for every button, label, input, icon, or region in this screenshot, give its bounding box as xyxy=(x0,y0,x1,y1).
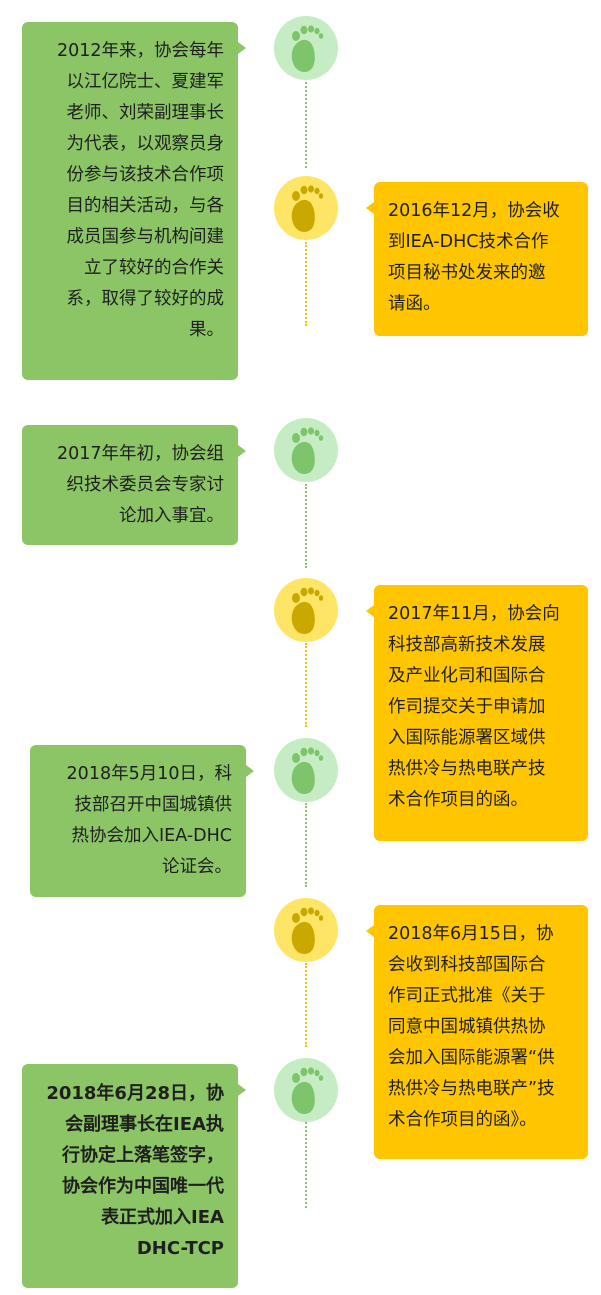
pointer-arrow xyxy=(366,202,374,214)
pointer-arrow xyxy=(238,1084,246,1096)
timeline-node xyxy=(274,738,338,802)
timeline-event-2017-11: 2017年11月，协会向 科技部高新技术发展 及产业化司和国际合 作司提交关于申… xyxy=(374,585,588,841)
timeline-connector xyxy=(305,484,307,568)
timeline-connector xyxy=(305,1122,307,1208)
timeline-node xyxy=(274,578,338,642)
timeline-event-2018-05-10: 2018年5月10日，科 技部召开中国城镇供 热协会加入IEA-DHC 论证会。 xyxy=(30,745,246,897)
timeline-event-2016-12: 2016年12月，协会收 到IEA-DHC技术合作 项目秘书处发来的邀 请函。 xyxy=(374,182,588,336)
timeline-connector xyxy=(305,82,307,168)
footprint-icon xyxy=(291,427,324,474)
footprint-icon xyxy=(291,1067,324,1114)
footprint-icon xyxy=(291,907,324,954)
timeline-connector xyxy=(305,963,307,1047)
timeline-connector xyxy=(305,242,307,326)
footprint-icon xyxy=(291,185,324,232)
timeline-node xyxy=(274,176,338,240)
timeline-event-2018-06-28: 2018年6月28日，协 会副理事长在IEA执 行协定上落笔签字， 协会作为中国… xyxy=(22,1064,238,1288)
timeline-event-2012: 2012年来，协会每年 以江亿院士、夏建军 老师、刘荣副理事长 为代表，以观察员… xyxy=(22,22,238,380)
pointer-arrow xyxy=(246,765,254,777)
pointer-arrow xyxy=(238,42,246,54)
footprint-icon xyxy=(291,747,324,794)
footprint-icon xyxy=(291,587,324,634)
timeline-connector xyxy=(305,803,307,887)
footprint-icon xyxy=(291,25,324,72)
pointer-arrow xyxy=(366,605,374,617)
timeline-event-2017-early: 2017年年初，协会组 织技术委员会专家讨 论加入事宜。 xyxy=(22,425,238,545)
pointer-arrow xyxy=(366,925,374,937)
timeline-event-2018-06-15: 2018年6月15日，协 会收到科技部国际合 作司正式批准《关于 同意中国城镇供… xyxy=(374,905,588,1159)
timeline-node xyxy=(274,418,338,482)
timeline-connector xyxy=(305,643,307,727)
pointer-arrow xyxy=(238,445,246,457)
timeline-node xyxy=(274,898,338,962)
timeline-node xyxy=(274,16,338,80)
timeline-node xyxy=(274,1058,338,1122)
